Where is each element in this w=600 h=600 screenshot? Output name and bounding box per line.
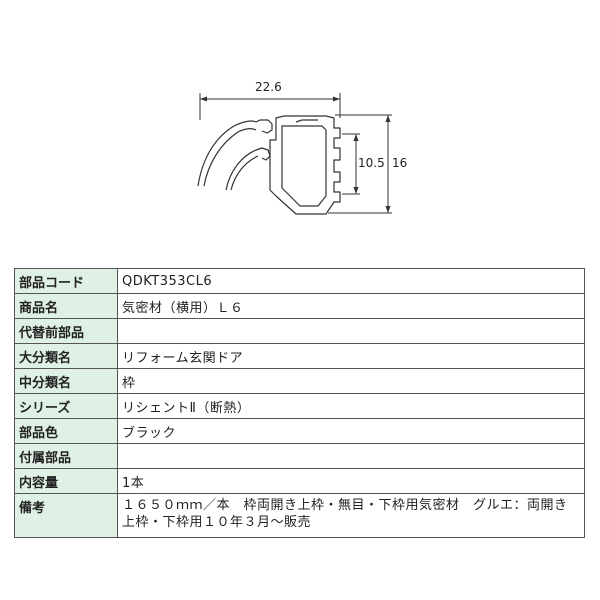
table-row: 内容量 1本 [14,468,585,494]
row-value [117,318,585,344]
table-row: 部品色 ブラック [14,418,585,444]
profile-diagram [197,93,392,215]
row-key: 商品名 [14,293,118,319]
row-value: 枠 [117,368,585,394]
row-value: リシェントⅡ（断熱） [117,393,585,419]
seal-lower-lip-inner [230,155,259,191]
table-row: 大分類名 リフォーム玄関ドア [14,343,585,369]
table-row: 商品名 気密材（横用）Ｌ６ [14,293,585,319]
row-key: 代替前部品 [14,318,118,344]
arrow-bottom [385,206,391,213]
seal-lower-lip [225,147,271,191]
arrow-left [200,96,207,102]
row-key: 中分類名 [14,368,118,394]
row-key: 部品色 [14,418,118,444]
table-row: 代替前部品 [14,318,585,344]
row-value [117,443,585,469]
table-row: シリーズ リシェントⅡ（断熱） [14,393,585,419]
seal-body-inner [281,125,327,207]
row-value: QDKT353CL6 [117,268,585,294]
row-key: シリーズ [14,393,118,419]
dim-height-label: 16 [392,156,408,170]
cross-section-drawing: 22.6 10.5 16 [0,0,600,262]
seal-body-outline [269,115,341,215]
seal-outer-lip [197,119,273,187]
row-key: 内容量 [14,468,118,494]
row-key: 付属部品 [14,443,118,469]
arrow-inner-bottom [353,187,359,194]
row-value: ブラック [117,418,585,444]
table-row: 備考 １６５０ｍｍ／本 枠両開き上枠・無目・下枠用気密材 グルエ：両開き上枠・下… [14,493,585,538]
arrow-inner-top [353,134,359,141]
row-key: 備考 [14,493,118,538]
arrow-right [333,96,340,102]
row-key: 大分類名 [14,343,118,369]
table-row: 部品コード QDKT353CL6 [14,268,585,294]
seal-outer-lip-inner [203,128,257,187]
spec-table: 部品コード QDKT353CL6 商品名 気密材（横用）Ｌ６ 代替前部品 大分類… [14,268,585,538]
row-value: １６５０ｍｍ／本 枠両開き上枠・無目・下枠用気密材 グルエ：両開き上枠・下枠用１… [117,493,585,538]
row-key: 部品コード [14,268,118,294]
table-row: 中分類名 枠 [14,368,585,394]
arrow-top [385,115,391,122]
row-value: 気密材（横用）Ｌ６ [117,293,585,319]
seal-top-ridge [295,119,318,123]
dim-inner-label: 10.5 [358,156,385,170]
dim-width-label: 22.6 [255,80,282,94]
table-row: 付属部品 [14,443,585,469]
row-value: 1本 [117,468,585,494]
row-value: リフォーム玄関ドア [117,343,585,369]
